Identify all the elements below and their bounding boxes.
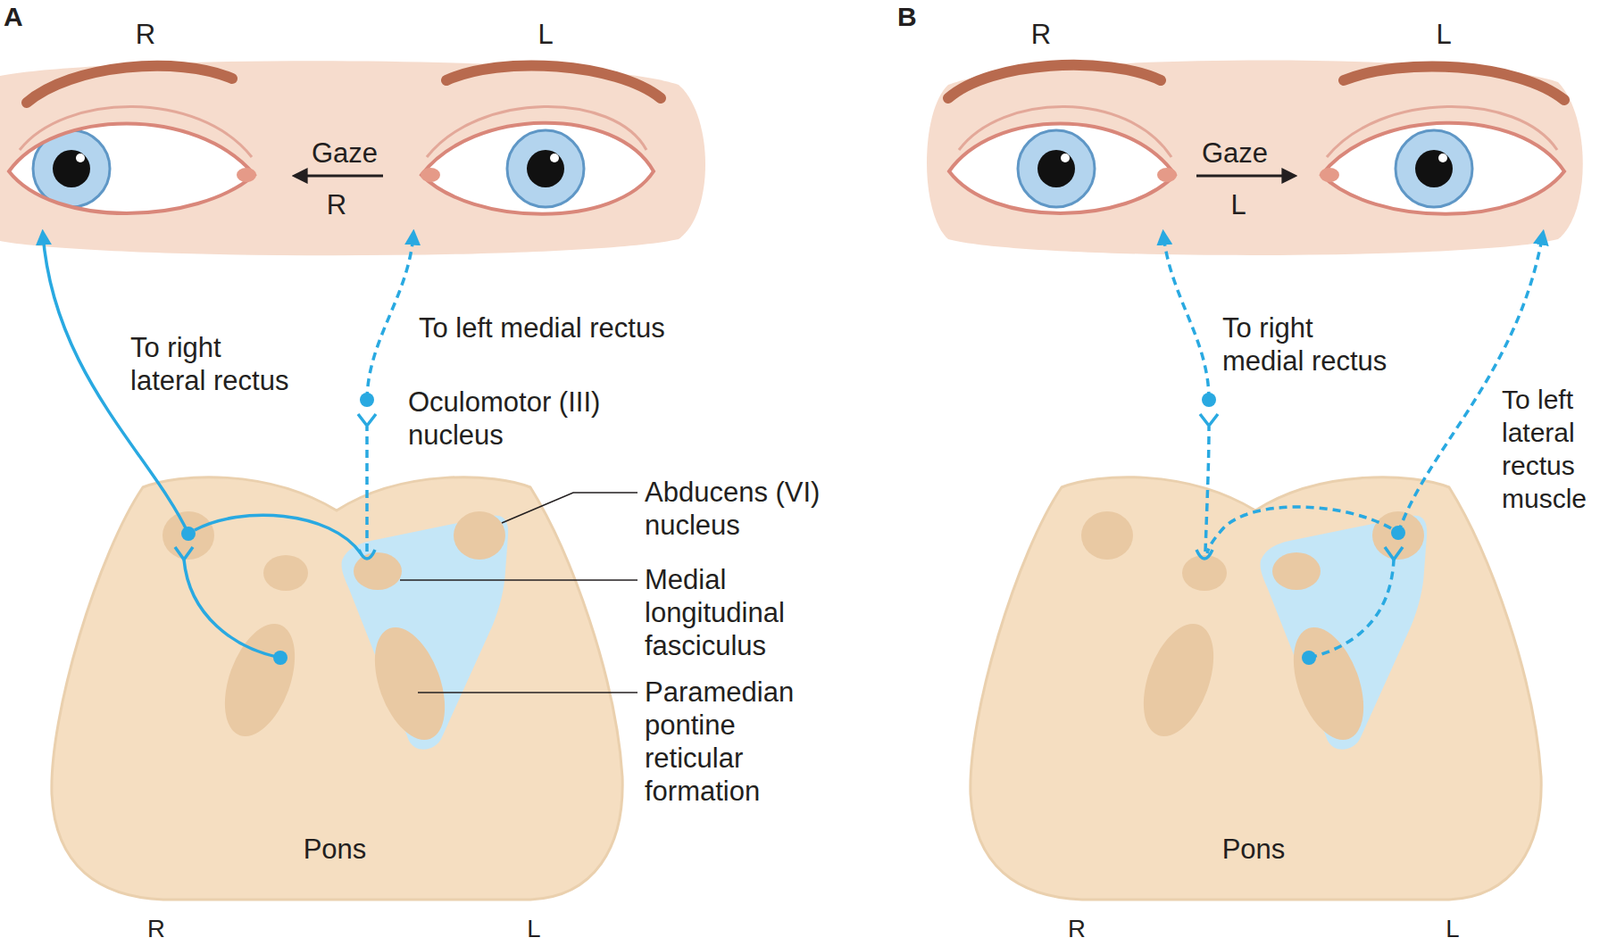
pathway-a (42, 233, 414, 666)
axon-dashed (1207, 507, 1392, 554)
side-label: L (1445, 912, 1459, 946)
gaze-arrows (296, 175, 1293, 178)
muscle-label: To left lateral rectus muscle (1501, 383, 1592, 516)
gaze-arrow (1196, 175, 1293, 178)
muscle-label: To left medial rectus (418, 311, 666, 345)
neuron-dot (273, 650, 288, 666)
leader-line (417, 691, 638, 694)
iris (1017, 130, 1095, 208)
caruncle (236, 167, 257, 183)
muscle-label: To right lateral rectus (130, 331, 300, 398)
axon-dashed (366, 233, 414, 400)
neuron-dot (1301, 650, 1317, 666)
eyebrow (1343, 66, 1565, 100)
gaze-direction: L (1230, 188, 1246, 222)
eyebrow (948, 65, 1161, 99)
leader-line (400, 579, 638, 582)
eyelid (8, 124, 255, 215)
leader-lines (400, 492, 638, 693)
caruncle (420, 167, 441, 183)
pupil (1037, 150, 1075, 188)
iris (1395, 130, 1473, 208)
eyelid (1321, 123, 1565, 215)
leader-line (501, 492, 638, 524)
caruncle (1157, 167, 1177, 183)
pons-section: Pons (44, 464, 634, 907)
pons-section: Pons (963, 464, 1553, 907)
gaze-arrow (296, 175, 384, 178)
structure-label: Paramedian pontine reticular formation (644, 675, 801, 809)
synapse-y (1384, 547, 1403, 560)
axon-dashed (1308, 559, 1394, 659)
panel-letter: A (3, 1, 24, 33)
highlight (1060, 153, 1070, 163)
muscle-label: To right medial rectus (1222, 311, 1397, 378)
face-band (0, 60, 706, 256)
synapse-y (1200, 414, 1218, 426)
pons-shape (970, 477, 1542, 900)
pons-nuclei (162, 511, 509, 750)
face-band (0, 60, 1584, 257)
pons-label: Pons (1222, 833, 1286, 867)
structure-label: Oculomotor (III) nucleus (408, 385, 614, 452)
neuron-dot (1201, 392, 1217, 408)
axon (183, 559, 281, 659)
axon-dashed (1205, 426, 1209, 552)
pons-shape (51, 477, 623, 900)
caruncle (1319, 167, 1340, 183)
eyeball (421, 123, 654, 215)
gaze-label: Gaze (311, 136, 378, 170)
side-label: R (1031, 17, 1051, 51)
synapse-y (175, 547, 193, 560)
pons-nuclei (1081, 511, 1427, 750)
axon-dashed (365, 426, 369, 552)
highlight (550, 153, 559, 163)
eyeball (1321, 123, 1565, 215)
face-band (926, 60, 1584, 256)
side-label: L (1435, 17, 1451, 51)
eyebrows (26, 65, 1565, 103)
eyes (8, 123, 1565, 215)
side-label: R (1067, 912, 1086, 946)
neuron-dot (181, 526, 196, 542)
pupil (526, 150, 565, 188)
pupil (1415, 150, 1453, 188)
pupil (52, 150, 91, 188)
side-label: R (135, 17, 156, 51)
iris (507, 130, 584, 208)
eyelid (949, 124, 1175, 215)
gaze-direction: R (326, 188, 347, 222)
side-label: L (537, 17, 553, 51)
synapse-y (358, 414, 376, 426)
gaze-label: Gaze (1201, 136, 1268, 170)
pons-label: Pons (303, 833, 367, 867)
neuron-dot (359, 392, 375, 408)
eyelid (421, 123, 654, 215)
side-label: L (526, 912, 541, 946)
panel-letter: B (897, 1, 917, 33)
side-label: R (147, 912, 166, 946)
eyeball (8, 124, 255, 215)
structure-label: Abducens (VI) nucleus (644, 475, 833, 542)
lid-creases (19, 106, 1558, 158)
highlight (75, 153, 85, 163)
structure-label: Medial longitudinal fasciculus (644, 563, 797, 663)
eyebrow (446, 65, 661, 99)
neuron-dot (1391, 525, 1406, 541)
eyebrow (26, 66, 233, 103)
axon-dashed (1163, 233, 1209, 400)
eyeball (949, 124, 1175, 215)
axon (194, 515, 361, 554)
highlight (1438, 153, 1448, 163)
pathway-b (1163, 233, 1543, 666)
